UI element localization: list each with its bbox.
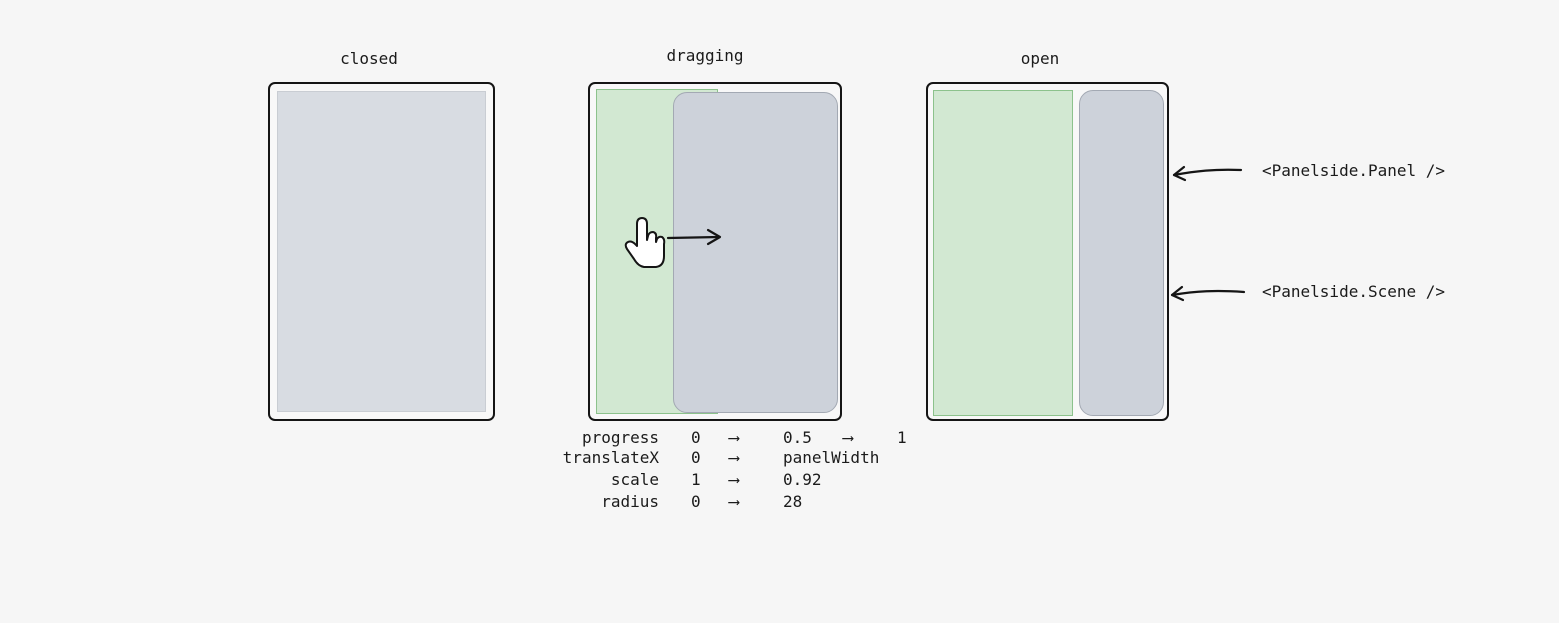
state-label-dragging: dragging: [666, 46, 744, 65]
row-name: scale: [610, 470, 659, 489]
row-name: translateX: [562, 448, 659, 467]
callout-label-panel: <Panelside.Panel />: [1262, 161, 1446, 180]
hand-pointer-icon: [624, 217, 666, 268]
arrow-glyph: ⟶: [729, 448, 739, 467]
arrow-glyph: ⟶: [729, 428, 739, 447]
row-mid: 0.5: [783, 428, 812, 447]
callout-arrow-scene: [1170, 285, 1246, 302]
scene-open: [1079, 90, 1164, 416]
device-frame-open: [926, 82, 1169, 421]
arrow-glyph: ⟶: [843, 428, 853, 447]
table-row: progress 0 ⟶ 0.5 ⟶ 1: [549, 427, 969, 449]
row-from: 1: [691, 470, 701, 489]
device-frame-closed: [268, 82, 495, 421]
panel-open: [933, 90, 1073, 416]
arrow-glyph: ⟶: [729, 470, 739, 489]
callout-arrow-panel: [1172, 165, 1243, 182]
transition-table: progress 0 ⟶ 0.5 ⟶ 1 translateX 0 ⟶ pane…: [549, 427, 969, 519]
scene-dragging: [673, 92, 838, 413]
device-frame-dragging: [588, 82, 842, 421]
scene-closed: [277, 91, 486, 412]
table-row: scale 1 ⟶ 0.92: [549, 469, 969, 491]
state-label-closed: closed: [340, 49, 398, 68]
row-mid: 28: [783, 492, 803, 511]
table-row: translateX 0 ⟶ panelWidth: [549, 447, 969, 469]
row-mid: 0.92: [783, 470, 822, 489]
arrow-right-icon: [666, 228, 722, 246]
state-label-open: open: [1020, 49, 1060, 68]
arrow-glyph: ⟶: [729, 492, 739, 511]
row-mid: panelWidth: [783, 448, 880, 467]
row-from: 0: [691, 492, 701, 511]
table-row: radius 0 ⟶ 28: [549, 491, 969, 513]
row-name: radius: [601, 492, 659, 511]
diagram-overlay: [624, 165, 1246, 302]
callout-label-scene: <Panelside.Scene />: [1262, 282, 1446, 301]
row-from: 0: [691, 428, 701, 447]
row-name: progress: [581, 428, 659, 447]
row-from: 0: [691, 448, 701, 467]
row-to: 1: [897, 428, 907, 447]
